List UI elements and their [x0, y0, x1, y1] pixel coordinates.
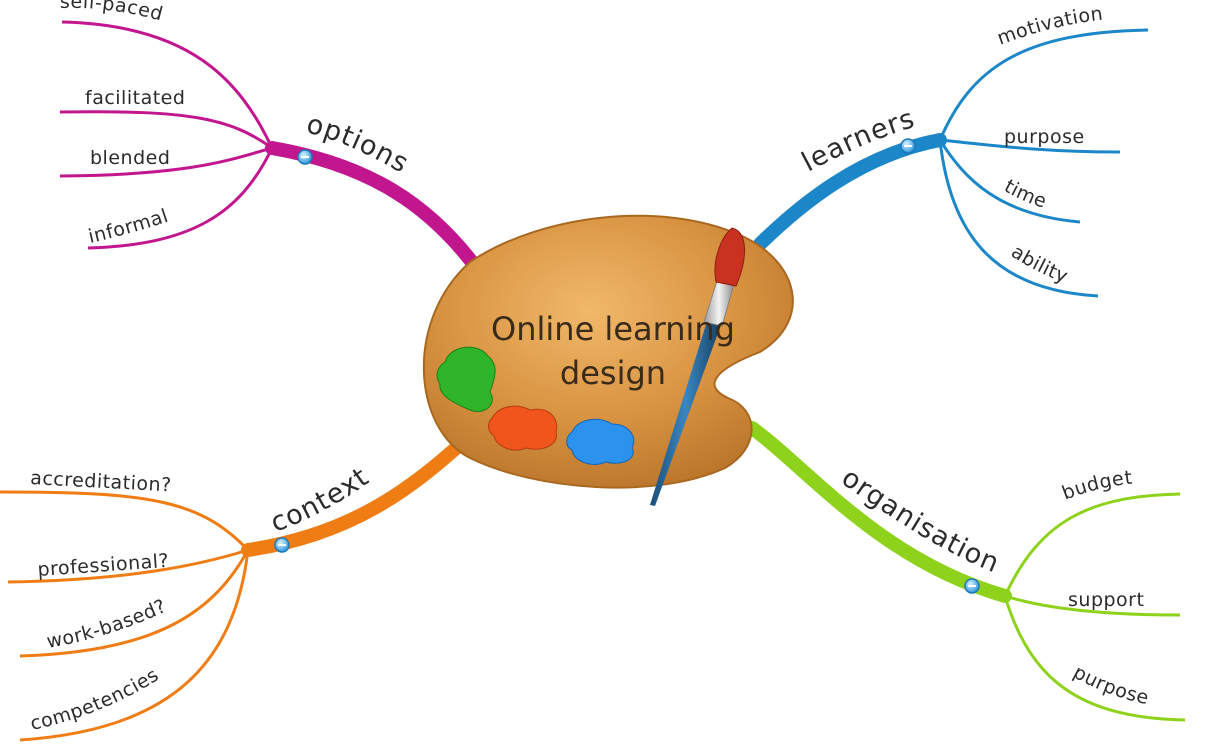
blue-paint-icon: [566, 418, 635, 465]
branch-options[interactable]: options self-paced facilitated blended i…: [59, 0, 485, 277]
organisation-sub-line-support: [1004, 594, 1181, 617]
branch-organisation[interactable]: organisation budget support purpose: [745, 421, 1186, 722]
leaf-work-based[interactable]: work-based?: [45, 595, 170, 653]
leaf-purpose-organisation[interactable]: purpose: [1070, 661, 1151, 709]
leaf-facilitated[interactable]: facilitated: [85, 87, 185, 109]
options-sub-line-self-paced: [61, 20, 274, 149]
organisation-main-line: [745, 421, 1012, 603]
options-sub-line-blended: [59, 146, 273, 178]
context-sub-line-competencies: [19, 549, 250, 742]
learners-sub-line-motivation: [938, 28, 1149, 141]
leaf-informal[interactable]: informal: [86, 205, 171, 248]
learners-sub-line-ability: [938, 139, 1099, 298]
branch-learners[interactable]: learners motivation purpose time ability: [753, 3, 1149, 298]
organisation-sub-line-purpose: [1003, 595, 1186, 722]
context-sub-line-accreditation: [0, 490, 250, 552]
branch-context[interactable]: context accreditation? professional? wor…: [0, 433, 472, 742]
context-sub-line-workbased: [19, 549, 250, 658]
central-topic-line-1: Online learning: [491, 310, 735, 348]
leaf-support[interactable]: support: [1068, 589, 1144, 611]
leaf-purpose-learners[interactable]: purpose: [1004, 126, 1085, 148]
leaf-competencies[interactable]: competencies: [28, 664, 162, 735]
options-sub-line-informal: [87, 147, 274, 250]
organisation-sub-line-budget: [1003, 492, 1181, 597]
paintbrush-icon: [650, 227, 746, 506]
learners-sub-line-time: [938, 139, 1081, 224]
leaf-professional[interactable]: professional?: [37, 550, 170, 581]
central-topic-line-2: design: [560, 354, 666, 392]
learners-sub-line-purpose: [939, 138, 1121, 154]
green-paint-icon: [436, 346, 496, 412]
context-sub-line-professional: [7, 548, 249, 584]
orange-paint-icon: [488, 405, 558, 451]
options-sub-line-facilitated: [59, 110, 273, 150]
leaf-time[interactable]: time: [1000, 175, 1049, 213]
leaf-blended[interactable]: blended: [90, 147, 170, 169]
central-topic[interactable]: Online learning design: [422, 214, 794, 506]
leaf-ability[interactable]: ability: [1007, 241, 1071, 288]
